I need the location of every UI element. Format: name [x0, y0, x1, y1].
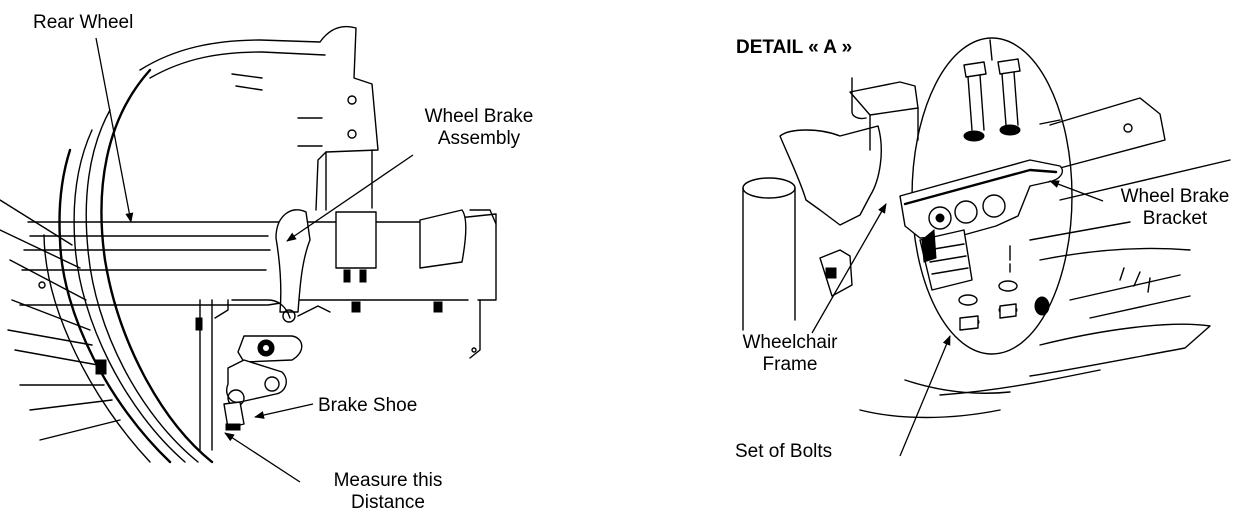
wheelchair-frame-line1: Wheelchair	[742, 332, 838, 353]
rear-wheel-label: Rear Wheel	[33, 12, 134, 33]
wheelchair-frame-label: Wheelchair Frame	[720, 332, 860, 376]
frame-rails	[19, 209, 497, 451]
measure-line2: Distance	[351, 492, 425, 513]
detail-leader-arrows	[811, 180, 1104, 457]
detail-title: DETAIL « A »	[736, 37, 853, 58]
detail-bolts-top	[963, 39, 1061, 142]
detail-assembly-view	[742, 37, 1231, 457]
detail-frame-outline	[742, 77, 1231, 419]
rear-wheel-drawing	[0, 68, 214, 464]
set-of-bolts-label: Set of Bolts	[735, 441, 833, 462]
brake-assembly-drawing	[223, 209, 331, 431]
wheel-brake-bracket-drawing	[899, 159, 1064, 291]
wheel-brake-bracket-label: Wheel Brake Bracket	[1093, 186, 1257, 230]
left-leader-arrows	[95, 37, 414, 483]
wheelchair-frame-line2: Frame	[762, 354, 818, 375]
wheel-brake-assembly-line1: Wheel Brake	[424, 106, 534, 127]
detail-nuts-bottom	[958, 245, 1050, 331]
measure-distance-label: Measure this Distance	[303, 470, 473, 514]
brake-shoe-label: Brake Shoe	[318, 395, 418, 416]
wheel-brake-bracket-line1: Wheel Brake	[1120, 186, 1230, 207]
measure-line1: Measure this	[333, 470, 443, 491]
left-assembly-view	[0, 25, 497, 483]
wheel-brake-assembly-line2: Assembly	[437, 128, 521, 149]
seat-back-outline	[139, 25, 379, 211]
wheel-brake-assembly-label: Wheel Brake Assembly	[394, 106, 564, 150]
wheel-brake-bracket-line2: Bracket	[1142, 208, 1208, 229]
